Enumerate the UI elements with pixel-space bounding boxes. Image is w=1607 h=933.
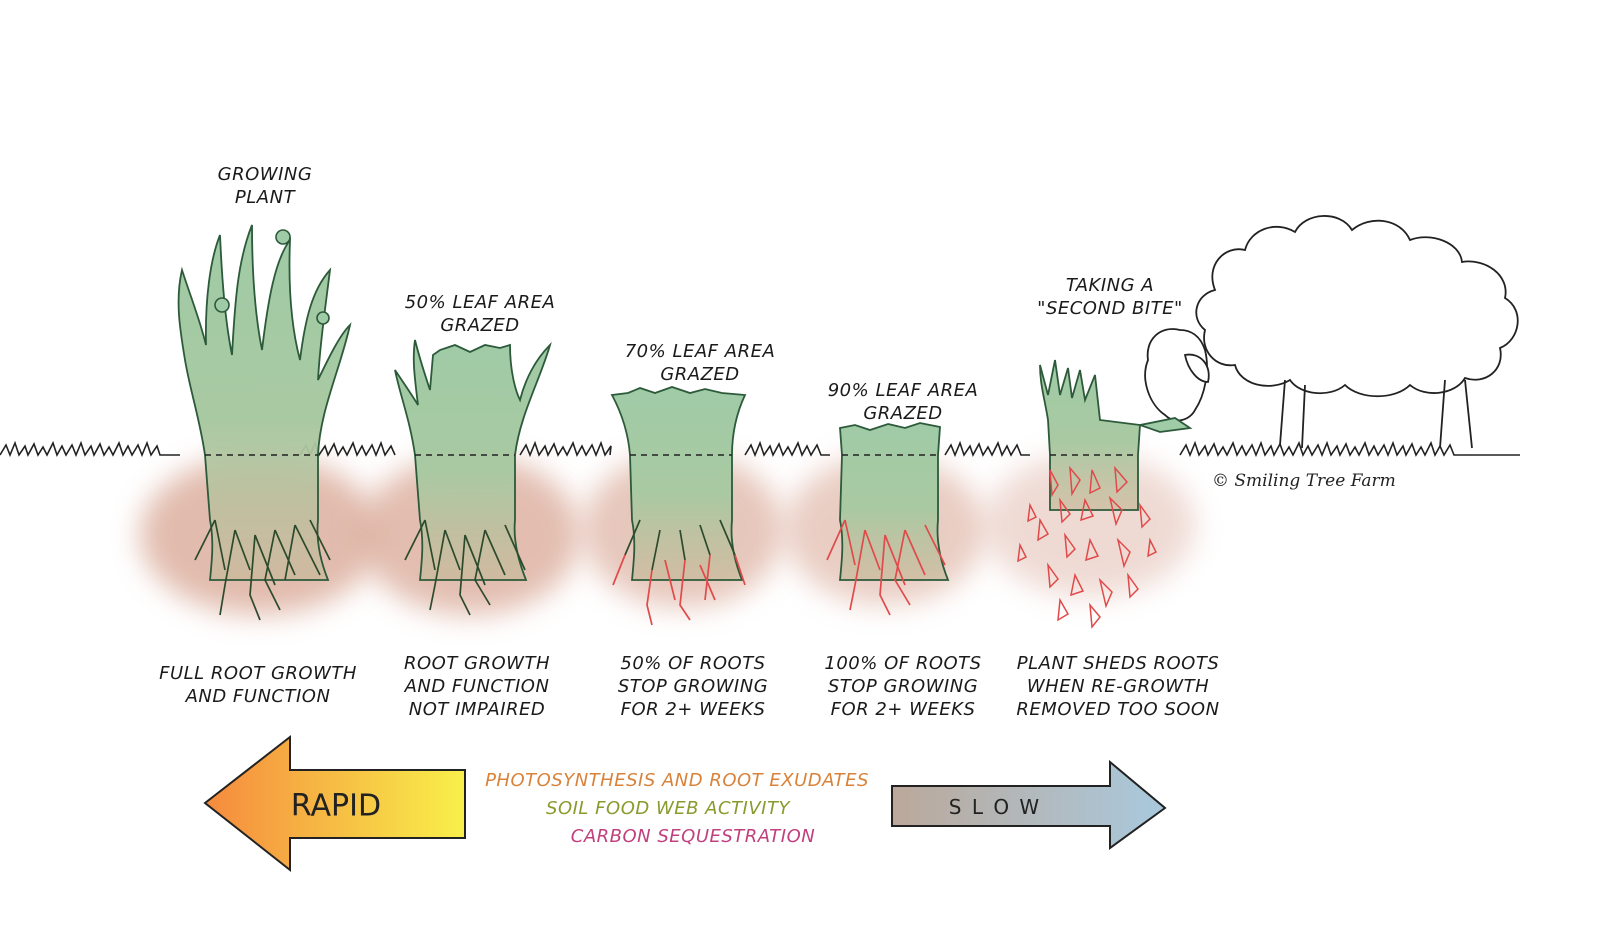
legend-photosynthesis: PHOTOSYNTHESIS AND ROOT EXUDATES <box>485 770 869 791</box>
slow-arrow <box>891 759 1167 850</box>
slow-arrow-shape <box>891 759 1167 850</box>
sheep-ear <box>1183 353 1210 383</box>
plant-1-flower-2 <box>214 297 230 313</box>
sheep-head <box>1144 328 1208 422</box>
sheep-grass-mouthful <box>1136 417 1193 433</box>
stage-5-top-label: TAKING A"SECOND BITE" <box>1037 275 1183 319</box>
plant-2-body <box>394 339 552 581</box>
ground-grass-line <box>0 440 1520 458</box>
rapid-arrow <box>203 734 466 873</box>
plant-4-body <box>839 422 950 581</box>
legend-carbon-sequestration: CARBON SEQUESTRATION <box>570 826 816 847</box>
sheep-illustration <box>1136 215 1519 449</box>
slow-label: S L O W <box>948 795 1042 819</box>
plant-3-roots-active <box>624 519 736 571</box>
rapid-label: RAPID <box>290 788 382 824</box>
plant-1-flower <box>275 229 291 245</box>
plant-4-roots-stopped <box>826 519 946 616</box>
plant-90-grazed <box>826 422 950 616</box>
plant-2-roots <box>404 519 526 616</box>
plant-3-body <box>610 386 747 581</box>
plant-1-flower-3 <box>316 311 330 325</box>
legend-soil-food-web: SOIL FOOD WEB ACTIVITY <box>546 798 790 819</box>
plant-3-roots-stopped <box>612 554 746 626</box>
plant-5-shed-roots <box>1017 465 1158 629</box>
plant-growing <box>177 224 352 621</box>
sheep-legs <box>1279 379 1473 449</box>
plant-1-roots <box>194 519 331 621</box>
soil-patch-5 <box>985 453 1195 597</box>
rapid-arrow-shape <box>203 734 466 873</box>
plant-1-body <box>177 224 352 581</box>
plant-second-bite <box>1017 359 1158 629</box>
plant-50-grazed <box>394 339 552 616</box>
plant-70-grazed <box>610 386 747 626</box>
sheep-body <box>1195 215 1519 398</box>
copyright-credit: © Smiling Tree Farm <box>1212 471 1396 491</box>
